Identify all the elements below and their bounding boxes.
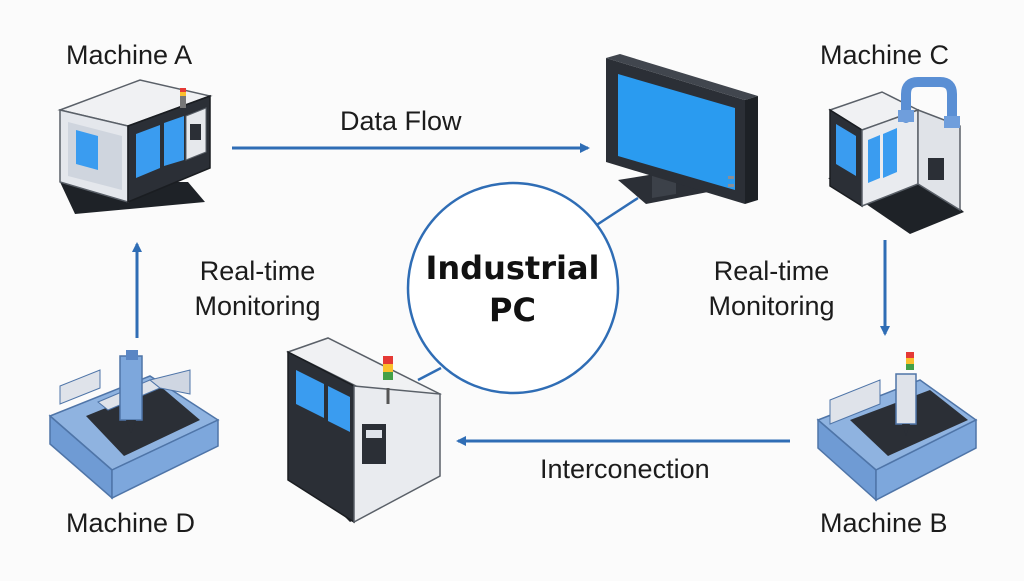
machine-d-label: Machine D [66,508,196,538]
monitoring-right-line1: Real-time [713,256,830,286]
machine-b-label: Machine B [820,508,948,538]
hub-connector-monitor [591,196,639,230]
hub-title: Industrial PC [410,248,615,331]
monitoring-left-line1: Real-time [199,256,316,286]
machine-c-label: Machine C [820,40,950,70]
machine-a-label: Machine A [66,40,193,70]
gantry-router-icon [48,350,220,500]
hub-title-line1: Industrial [425,249,600,287]
hub-title-line2: PC [489,290,536,329]
industrial-pc-hub [406,181,620,395]
monitoring-left-label: Real-time Monitoring [180,254,335,324]
monitoring-left-line2: Monitoring [194,291,321,322]
data-flow-label: Data Flow [340,106,462,136]
robot-arm-machine-icon [828,77,964,234]
signal-light-icon [383,356,393,380]
monitoring-right-line2: Monitoring [708,291,835,322]
monitor-icon [606,54,758,204]
monitoring-right-label: Real-time Monitoring [694,254,849,324]
cnc-machine-icon [57,79,213,214]
gantry-machine-b-icon [816,352,978,502]
interconnection-label: Interconection [540,454,710,484]
hub-connector-cabinet [417,366,442,382]
cabinet-machine-icon [286,337,442,524]
